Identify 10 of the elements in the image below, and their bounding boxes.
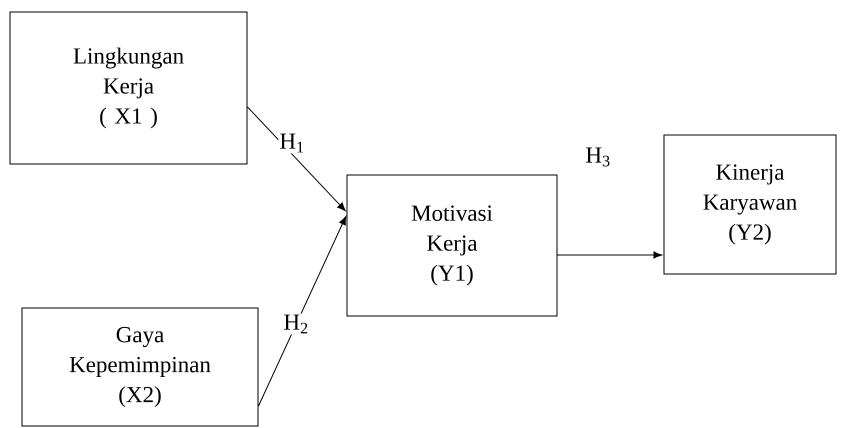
edge-label: H$_{2}$ xyxy=(282,314,310,334)
box: Motivasi Kerja (Y1) xyxy=(346,174,558,316)
box: Gaya Kepemimpinan (X2) xyxy=(22,308,258,426)
edge-label: H$_{3}$ xyxy=(584,146,612,168)
box: Kinerja Karyawan (Y2) xyxy=(664,134,836,274)
box: Lingkungan Kerja ( X1 ) xyxy=(10,12,248,164)
arrow xyxy=(258,216,346,406)
arrow xyxy=(247,106,346,212)
edge-label: H$_{1}$ xyxy=(278,132,306,154)
arrow xyxy=(557,251,662,259)
